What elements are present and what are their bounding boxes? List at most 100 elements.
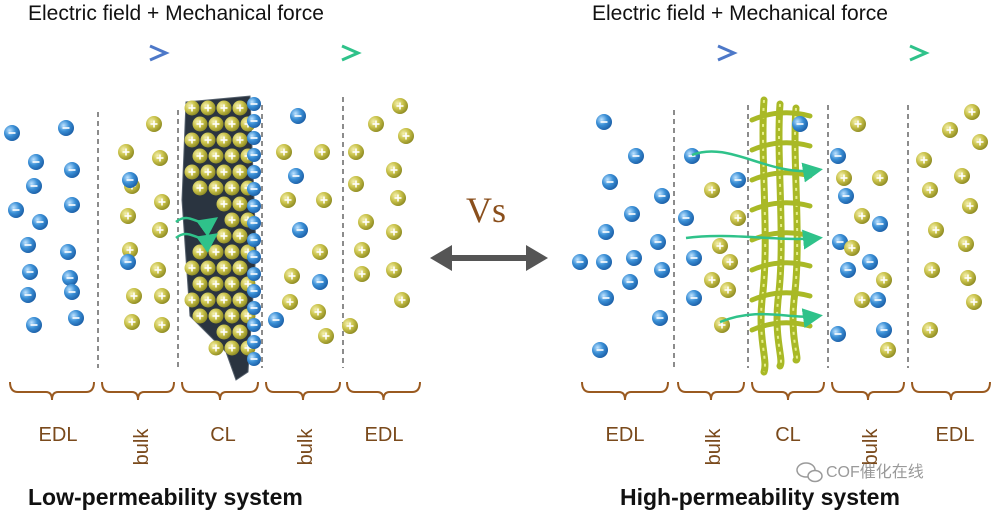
left-braces: [9, 381, 421, 401]
anion-ion-icon: [58, 120, 74, 136]
anion-ion-icon: [32, 214, 48, 230]
cation-ion-icon: [398, 128, 414, 144]
left-region-edl-1: EDL: [39, 424, 78, 446]
right-ions: [572, 104, 988, 358]
anion-ion-icon: [870, 292, 886, 308]
anion-ion-icon: [596, 254, 612, 270]
cation-ion-icon: [386, 224, 402, 240]
anion-ion-icon: [247, 131, 261, 145]
cation-ion-icon: [232, 260, 248, 276]
anion-ion-icon: [247, 301, 261, 315]
cation-ion-icon: [154, 288, 170, 304]
anion-ion-icon: [730, 172, 746, 188]
anion-ion-icon: [20, 287, 36, 303]
left-ions: [4, 97, 414, 366]
double-arrow-icon: [430, 245, 548, 271]
cation-ion-icon: [232, 196, 248, 212]
cation-ion-icon: [348, 176, 364, 192]
watermark: COF催化在线: [796, 462, 924, 483]
anion-ion-icon: [247, 216, 261, 230]
anion-ion-icon: [840, 262, 856, 278]
cation-ion-icon: [958, 236, 974, 252]
cation-ion-icon: [216, 292, 232, 308]
anion-ion-icon: [830, 326, 846, 342]
anion-ion-icon: [247, 148, 261, 162]
anion-ion-icon: [686, 290, 702, 306]
cation-ion-icon: [150, 262, 166, 278]
cation-ion-icon: [280, 192, 296, 208]
cation-ion-icon: [192, 180, 208, 196]
cation-ion-icon: [922, 182, 938, 198]
anion-ion-icon: [838, 188, 854, 204]
cation-ion-icon: [922, 322, 938, 338]
anion-ion-icon: [68, 310, 84, 326]
anion-ion-icon: [64, 197, 80, 213]
cation-ion-icon: [722, 254, 738, 270]
cation-ion-icon: [216, 164, 232, 180]
cation-ion-icon: [730, 210, 746, 226]
anion-ion-icon: [654, 188, 670, 204]
anion-ion-icon: [876, 322, 892, 338]
anion-ion-icon: [26, 178, 42, 194]
cation-ion-icon: [224, 340, 240, 356]
cation-ion-icon: [916, 152, 932, 168]
cation-ion-icon: [720, 282, 736, 298]
anion-ion-icon: [247, 284, 261, 298]
cation-ion-icon: [704, 272, 720, 288]
cation-ion-icon: [972, 134, 988, 150]
anion-ion-icon: [872, 216, 888, 232]
cation-ion-icon: [358, 214, 374, 230]
cation-ion-icon: [850, 116, 866, 132]
cation-ion-icon: [232, 228, 248, 244]
cation-ion-icon: [192, 116, 208, 132]
cation-ion-icon: [200, 292, 216, 308]
anion-ion-icon: [686, 250, 702, 266]
anion-ion-icon: [792, 116, 808, 132]
region-brace: [581, 381, 669, 401]
cation-ion-icon: [276, 144, 292, 160]
cation-ion-icon: [216, 196, 232, 212]
right-heading: Electric field + Mechanical force: [592, 2, 888, 25]
anion-ion-icon: [247, 199, 261, 213]
cation-ion-icon: [192, 276, 208, 292]
region-brace: [677, 381, 745, 401]
cation-ion-icon: [368, 116, 384, 132]
anion-ion-icon: [247, 250, 261, 264]
cation-ion-icon: [282, 294, 298, 310]
cation-ion-icon: [118, 144, 134, 160]
cation-ion-icon: [208, 116, 224, 132]
left-region-bulk-2: bulk: [295, 428, 317, 466]
anion-ion-icon: [8, 202, 24, 218]
cation-ion-icon: [146, 116, 162, 132]
right-cof-network: [749, 96, 813, 376]
left-caption: Low-permeability system: [28, 484, 303, 510]
cation-ion-icon: [354, 242, 370, 258]
anion-ion-icon: [290, 108, 306, 124]
anion-ion-icon: [602, 174, 618, 190]
wechat-icon: [796, 462, 823, 483]
anion-ion-icon: [122, 172, 138, 188]
anion-ion-icon: [247, 97, 261, 111]
cation-ion-icon: [960, 270, 976, 286]
right-region-bulk-1: bulk: [703, 428, 725, 466]
anion-ion-icon: [60, 244, 76, 260]
anion-ion-icon: [247, 318, 261, 332]
region-brace: [751, 381, 825, 401]
right-flow-arrows: [685, 150, 823, 329]
anion-ion-icon: [654, 262, 670, 278]
right-region-cl: CL: [775, 424, 801, 446]
cation-ion-icon: [184, 100, 200, 116]
right-region-edl-1: EDL: [606, 424, 645, 446]
cation-ion-icon: [122, 242, 138, 258]
anion-ion-icon: [22, 264, 38, 280]
cation-ion-icon: [208, 180, 224, 196]
anion-ion-icon: [598, 290, 614, 306]
cation-ion-icon: [854, 208, 870, 224]
left-flow-arrows: [175, 216, 219, 253]
cation-ion-icon: [154, 194, 170, 210]
region-brace: [265, 381, 341, 401]
anion-ion-icon: [830, 148, 846, 164]
right-mechanical-force-arrow: [795, 44, 930, 62]
anion-ion-icon: [832, 234, 848, 250]
